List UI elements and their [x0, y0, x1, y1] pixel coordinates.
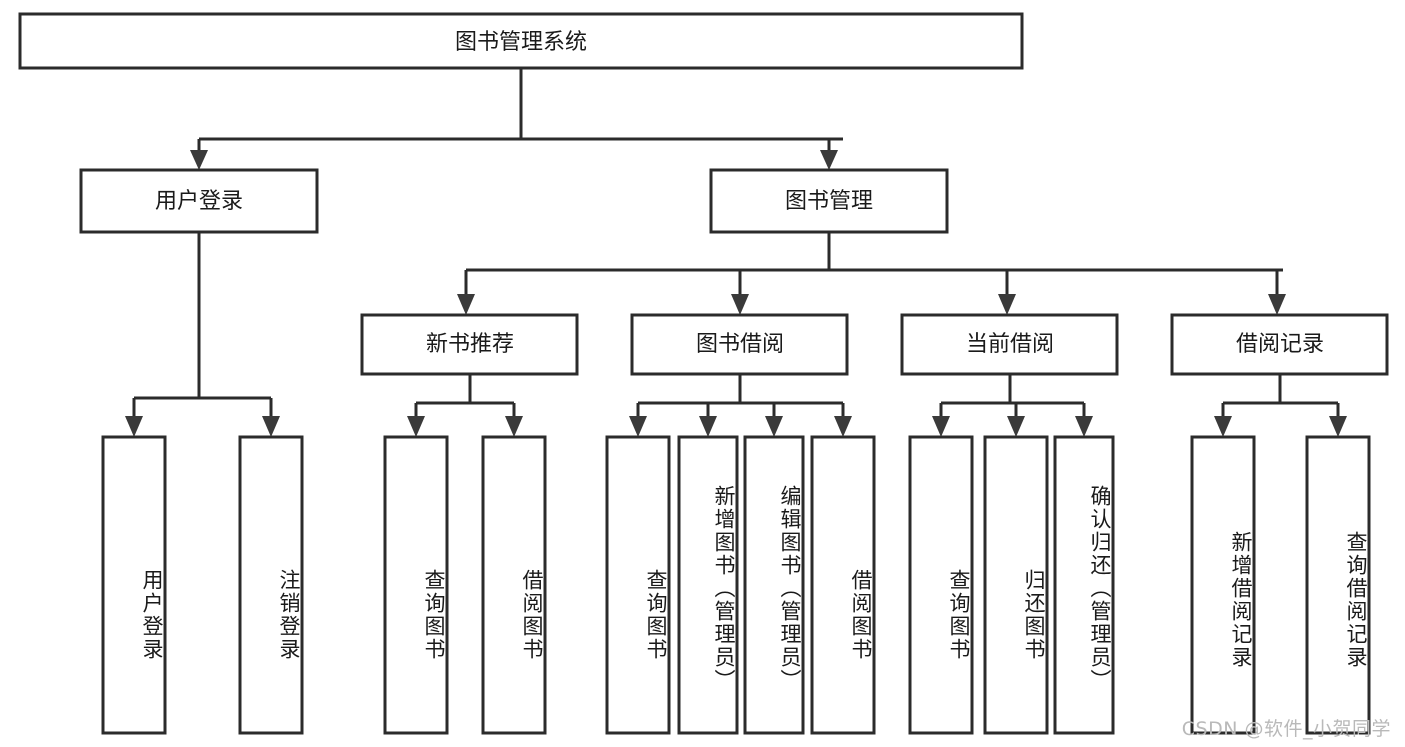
leaf-box-user-login[interactable] — [101, 435, 167, 735]
connector-root-to-level2 — [190, 68, 843, 170]
leaf-box-borrow-book-recommend[interactable] — [481, 435, 547, 735]
leaf-box-return-book[interactable] — [983, 435, 1049, 735]
leaf-box-query-book-borrow[interactable] — [605, 435, 671, 735]
node-new-book-recommend-label: 新书推荐 — [426, 332, 514, 357]
node-current-borrow[interactable]: 当前借阅 — [900, 313, 1119, 376]
connector-userlogin-to-leaves — [125, 232, 280, 437]
connector-recommend-to-leaves — [407, 374, 523, 437]
node-root-label: 图书管理系统 — [455, 30, 587, 55]
node-new-book-recommend[interactable]: 新书推荐 — [360, 313, 579, 376]
connector-borrowrecord-to-leaves — [1214, 374, 1347, 437]
node-root-system[interactable]: 图书管理系统 — [18, 12, 1024, 70]
node-user-login[interactable]: 用户登录 — [79, 168, 319, 234]
csdn-watermark: CSDN @软件_小贺同学 — [1181, 718, 1391, 740]
leaf-box-confirm-return[interactable] — [1053, 435, 1115, 735]
leaf-box-query-borrow-record[interactable] — [1305, 435, 1371, 735]
node-book-borrow[interactable]: 图书借阅 — [630, 313, 849, 376]
node-book-manage-label: 图书管理 — [785, 189, 873, 214]
leaf-box-borrow-book[interactable] — [810, 435, 876, 735]
leaf-box-query-book-recommend[interactable] — [383, 435, 449, 735]
leaf-box-edit-book[interactable] — [743, 435, 805, 735]
connector-currentborrow-to-leaves — [932, 374, 1093, 437]
leaf-box-add-borrow-record[interactable] — [1190, 435, 1256, 735]
leaf-box-add-book[interactable] — [677, 435, 739, 735]
leaf-box-user-logout[interactable] — [238, 435, 304, 735]
node-user-login-label: 用户登录 — [155, 189, 243, 214]
connector-bookmanage-to-level3 — [457, 232, 1286, 315]
leaf-rects — [101, 435, 1371, 735]
node-borrow-record-label: 借阅记录 — [1236, 332, 1324, 357]
node-book-borrow-label: 图书借阅 — [696, 332, 784, 357]
leaf-box-query-book-current[interactable] — [908, 435, 974, 735]
node-borrow-record[interactable]: 借阅记录 — [1170, 313, 1389, 376]
connector-bookborrow-to-leaves — [629, 374, 852, 437]
node-book-manage[interactable]: 图书管理 — [709, 168, 949, 234]
node-current-borrow-label: 当前借阅 — [966, 332, 1054, 357]
